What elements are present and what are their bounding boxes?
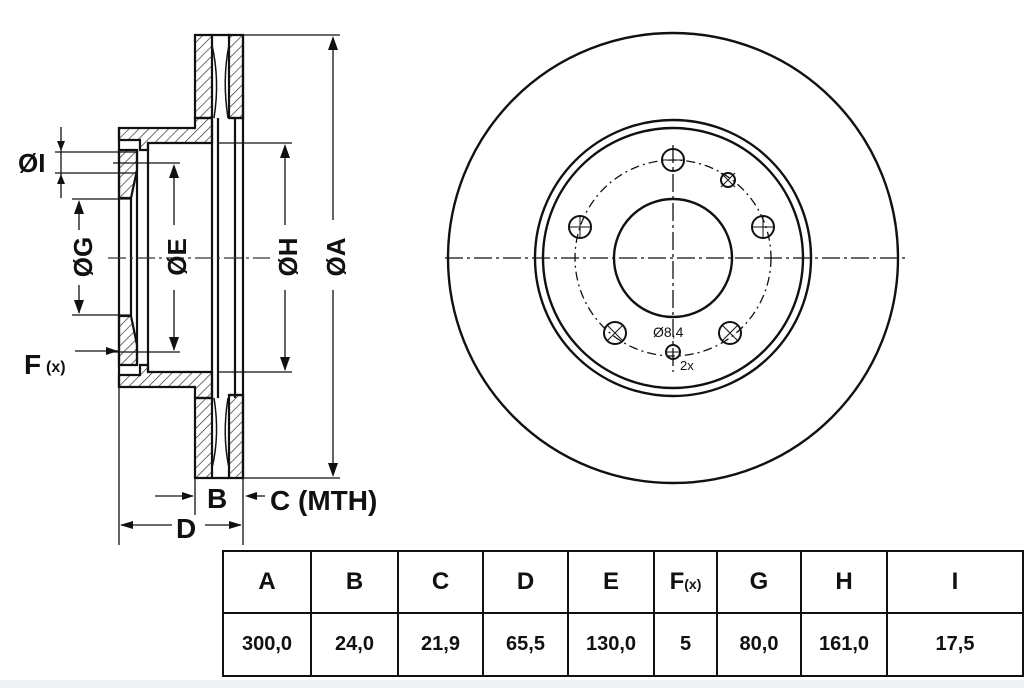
value-a: 300,0 [222, 612, 312, 677]
label-dim-f: F [24, 349, 41, 380]
value-f: 5 [653, 612, 718, 677]
header-g: G [716, 550, 802, 614]
value-b: 24,0 [310, 612, 399, 677]
dimensions-table: A B C D E F(x) G H I 300,0 24,0 21,9 65,… [222, 550, 1024, 677]
hole-diameter-label: Ø8,4 [653, 324, 684, 340]
label-dim-h: ØH [273, 238, 303, 277]
header-f-letter: F [669, 568, 685, 595]
label-dim-c: C (MTH) [270, 485, 377, 516]
value-h: 161,0 [800, 612, 888, 677]
front-view [445, 31, 905, 485]
label-dim-f-sub: (x) [46, 359, 66, 376]
label-dim-a: ØA [321, 237, 351, 276]
dimension-lines [55, 34, 340, 545]
bolt-hole [720, 172, 736, 188]
header-i: I [886, 550, 1024, 614]
bolt-holes [568, 148, 775, 360]
hole-count-label: 2x [680, 358, 694, 373]
header-h: H [800, 550, 888, 614]
header-a: A [222, 550, 312, 614]
header-e: E [567, 550, 655, 614]
bolt-hole [603, 321, 627, 345]
label-dim-g: ØG [68, 237, 98, 277]
header-d: D [482, 550, 569, 614]
label-dim-d: D [176, 513, 196, 544]
table-header-row: A B C D E F(x) G H I [222, 550, 1024, 614]
value-e: 130,0 [567, 612, 655, 677]
label-dim-e: ØE [162, 238, 192, 276]
label-dim-i: ØI [18, 148, 45, 178]
header-f: F(x) [653, 550, 718, 614]
header-f-sub: (x) [684, 576, 702, 592]
value-i: 17,5 [886, 612, 1024, 677]
label-dim-b: B [207, 483, 227, 514]
bottom-strip [0, 680, 1024, 688]
header-c: C [397, 550, 484, 614]
bolt-hole [718, 321, 742, 345]
header-b: B [310, 550, 399, 614]
value-g: 80,0 [716, 612, 802, 677]
table-values-row: 300,0 24,0 21,9 65,5 130,0 5 80,0 161,0 … [222, 612, 1024, 677]
value-d: 65,5 [482, 612, 569, 677]
value-c: 21,9 [397, 612, 484, 677]
